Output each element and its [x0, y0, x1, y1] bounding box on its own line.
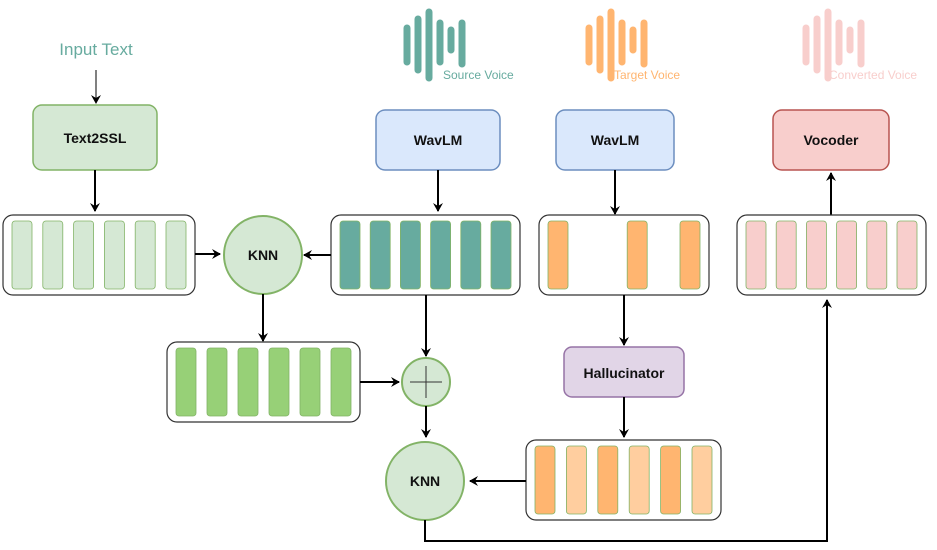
feature-vector-bar [339, 220, 361, 290]
feature-vector-bar [268, 347, 290, 417]
feature-vector-bar [430, 220, 452, 290]
feature-vector-bar [165, 220, 187, 290]
knn-matched-feature-sequence [166, 341, 361, 423]
feature-vector-bar [597, 445, 619, 515]
converted-voice-label: Converted Voice [829, 68, 917, 82]
feature-vector-bar [566, 445, 587, 515]
add-operator-node [401, 357, 451, 407]
target-ssl-feature-sequence [538, 214, 710, 296]
vocoder-label: Vocoder [804, 132, 860, 148]
feature-vector-bar [42, 220, 64, 290]
wavlm-source-label: WavLM [414, 132, 462, 148]
feature-vector-bar [206, 347, 228, 417]
source-ssl-feature-sequence [330, 214, 521, 296]
feature-vector-bar [679, 220, 701, 290]
feature-vector-bar [490, 220, 512, 290]
hallucinator-block: Hallucinator [563, 346, 685, 398]
feature-vector-bar [626, 220, 648, 290]
feature-vector-bar [134, 220, 156, 290]
feature-vector-bar [399, 220, 421, 290]
feature-vector-bar [628, 445, 650, 515]
feature-vector-bar [330, 347, 352, 417]
vocoder-block: Vocoder [772, 109, 890, 171]
feature-vector-bar [299, 347, 321, 417]
input-text-label: Input Text [59, 40, 133, 59]
feature-vector-bar [775, 220, 797, 290]
text2ssl-label: Text2SSL [64, 130, 127, 146]
wavlm-target-block: WavLM [555, 109, 675, 171]
feature-vector-bar [896, 220, 918, 290]
feature-vector-bar [104, 220, 125, 290]
feature-vector-bar [11, 220, 33, 290]
feature-vector-bar [73, 220, 94, 290]
hallucinator-label: Hallucinator [584, 365, 665, 381]
feature-vector-bar [369, 220, 391, 290]
knn-top-label: KNN [248, 247, 278, 263]
target-voice-label: Target Voice [614, 68, 680, 82]
knn-bottom-node: KNN [385, 441, 465, 521]
converted-voice-waveform-icon [802, 8, 865, 82]
feature-vector-bar [175, 347, 197, 417]
feature-vector-bar [691, 445, 713, 515]
converted-feature-sequence [736, 214, 927, 296]
source-voice-waveform-icon [403, 8, 466, 82]
feature-vector-bar [237, 347, 259, 417]
wavlm-source-block: WavLM [375, 109, 501, 171]
target-voice-waveform-icon [585, 8, 648, 82]
feature-vector-bar [836, 220, 857, 290]
feature-vector-bar [534, 445, 556, 515]
text2ssl-block: Text2SSL [32, 104, 158, 171]
feature-vector-bar [745, 220, 767, 290]
knn-bottom-label: KNN [410, 473, 440, 489]
source-voice-label: Source Voice [443, 68, 514, 82]
feature-vector-bar [806, 220, 827, 290]
feature-vector-bar [547, 220, 569, 290]
feature-vector-bar [460, 220, 482, 290]
text-ssl-feature-sequence [2, 214, 196, 296]
wavlm-target-label: WavLM [591, 132, 639, 148]
arrow-knn-to-converted-features [424, 299, 832, 542]
feature-vector-bar [866, 220, 888, 290]
hallucinated-feature-sequence [525, 439, 722, 521]
knn-top-node: KNN [223, 215, 303, 295]
feature-vector-bar [660, 445, 681, 515]
